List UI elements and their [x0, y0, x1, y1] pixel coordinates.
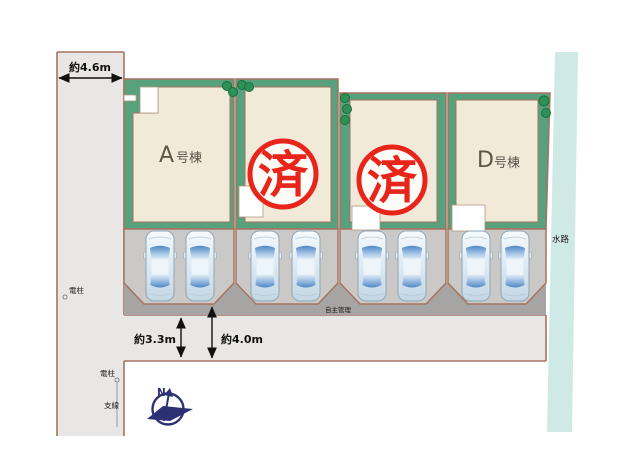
car-icon	[498, 230, 532, 302]
car-icon	[183, 230, 217, 302]
private-road-label: 自主管理	[325, 305, 352, 314]
waterway	[547, 52, 578, 432]
building-d-porch	[451, 204, 486, 232]
waterway-shape	[547, 52, 578, 432]
parking-c	[339, 228, 447, 305]
tree-icon	[538, 95, 550, 107]
utility-pole-1-label: 電柱	[69, 285, 84, 295]
parking-a	[123, 228, 235, 305]
building-a-letter: A	[159, 143, 174, 168]
lot-d: D 号棟	[447, 92, 551, 305]
compass-needle-head	[164, 388, 173, 397]
tree-icon	[342, 104, 352, 114]
utility-pole-icon	[114, 377, 120, 383]
car-icon	[143, 230, 177, 302]
compass-icon: N	[147, 387, 193, 426]
tree-icon	[222, 81, 232, 91]
building-d	[455, 99, 539, 223]
road-west-surface	[57, 52, 124, 436]
car-icon	[459, 230, 493, 302]
car-icon	[355, 230, 389, 302]
building-a-gate	[123, 94, 137, 102]
dimension-south-b-label: 約4.0m	[221, 332, 263, 346]
tree-icon	[228, 87, 238, 97]
car-icon	[395, 230, 429, 302]
tree-icon	[541, 108, 551, 118]
road-west	[56, 51, 125, 436]
waterway-label: 水路	[552, 234, 570, 245]
compass-wing	[147, 406, 193, 421]
trees	[222, 80, 551, 125]
building-d-letter: D	[477, 148, 494, 173]
building-d-suffix: 号棟	[494, 156, 520, 171]
road-south	[124, 314, 547, 362]
dimension-south-road-a: 約3.3m	[134, 317, 186, 358]
tree-icon	[340, 93, 350, 103]
sold-stamp-b: 済	[247, 138, 319, 210]
road-south-surface	[124, 315, 546, 361]
utility-pole-2-label: 電柱	[100, 368, 115, 378]
utility-pole-icon	[62, 294, 68, 300]
guy-wire-label: 支線	[104, 400, 119, 410]
car-icon	[248, 230, 282, 302]
dimension-west-label: 約4.6m	[69, 60, 111, 74]
building-a-porch	[139, 86, 159, 114]
dimension-south-a-label: 約3.3m	[134, 332, 176, 346]
utility-pole-1: 電柱	[62, 285, 84, 300]
sold-stamp-b-text: 済	[258, 146, 309, 204]
tree-icon	[340, 115, 350, 125]
dimension-south-road-b: 約4.0m	[207, 306, 263, 359]
car-icon	[289, 230, 323, 302]
building-a-suffix: 号棟	[176, 151, 202, 166]
dimension-west-road: 約4.6m	[58, 60, 123, 83]
compass-north-label: N	[157, 387, 166, 399]
sold-stamp-c-text: 済	[367, 152, 418, 210]
sold-stamp-c: 済	[356, 144, 428, 216]
lot-a: A 号棟	[123, 78, 235, 305]
tree-icon	[244, 82, 254, 92]
utility-pole-2: 電柱 支線	[100, 368, 119, 427]
